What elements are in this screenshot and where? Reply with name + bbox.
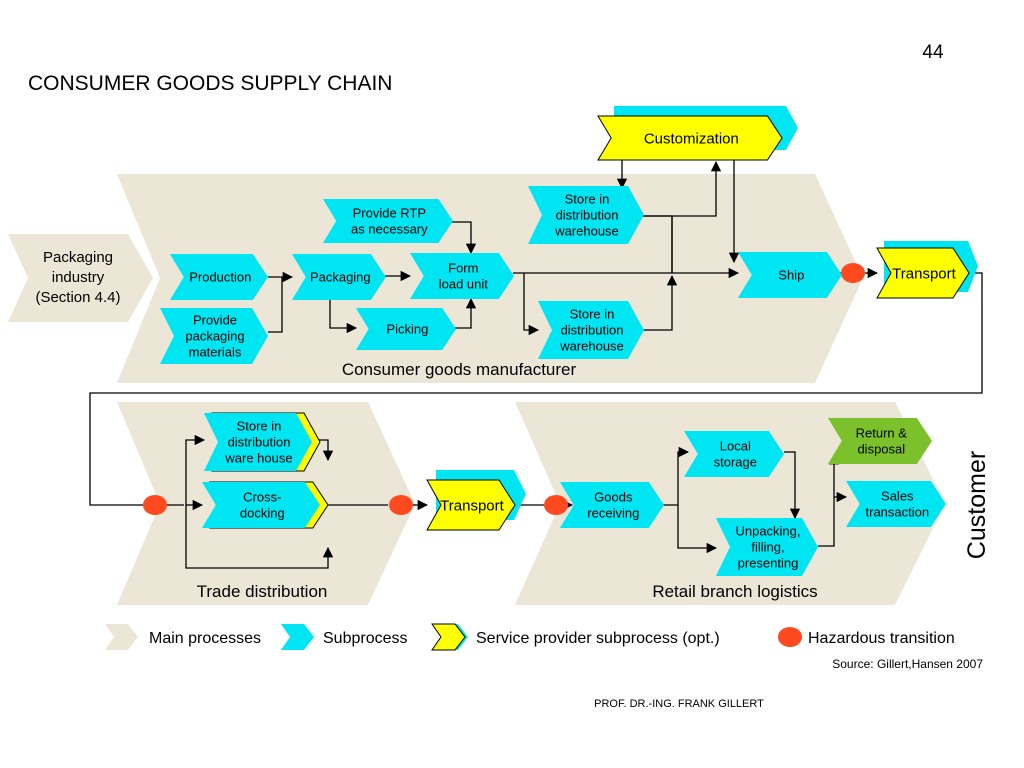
legend-main-label: Main processes: [149, 630, 261, 647]
chevron-shape: [323, 199, 453, 243]
chevron-shape: [202, 482, 320, 528]
legend-hazard-label: Hazardous transition: [808, 630, 955, 647]
node-label: Picking: [386, 322, 428, 337]
chevron-shape: [876, 247, 970, 299]
node-label: Production: [189, 270, 251, 285]
node-label: Transport: [892, 265, 956, 282]
legend-service-swatch: [431, 623, 466, 651]
node-cross-docking: Cross-docking: [202, 481, 329, 529]
area-label-trade-distribution: Trade distribution: [197, 582, 328, 601]
chevron-shape: [528, 186, 644, 244]
chevron-shape: [292, 254, 386, 300]
hazard-circle-ship: [841, 263, 865, 283]
hazard-circle-retail-in: [544, 495, 568, 515]
chevron-shape: [828, 418, 932, 464]
footer-author: PROF. DR.-ING. FRANK GILLERT: [594, 698, 764, 710]
legend-service-label: Service provider subprocess (opt.): [476, 630, 720, 647]
chevron-shape: [597, 115, 783, 161]
source-note: Source: Gillert,Hansen 2007: [832, 657, 983, 671]
node-label: Ship: [778, 268, 804, 283]
node-label: Customization: [644, 130, 739, 147]
chevron-shape: [716, 518, 818, 576]
node-label: Transport: [440, 497, 504, 514]
chevron-shape: [410, 253, 514, 299]
node-label: Packaging: [310, 270, 371, 285]
node-packaging: Packaging: [292, 254, 386, 300]
chevron-shape: [684, 431, 784, 477]
node-label: Cross-docking: [240, 490, 285, 521]
page-title: CONSUMER GOODS SUPPLY CHAIN: [28, 72, 392, 95]
chevron-shape: [356, 308, 456, 350]
chevron-shape: [538, 301, 644, 359]
node-picking: Picking: [356, 308, 456, 350]
legend: Main processes Subprocess Service provid…: [105, 623, 955, 651]
area-label-manufacturer: Consumer goods manufacturer: [342, 360, 577, 379]
chevron-shape: [738, 252, 842, 298]
hazard-circle-trade-in: [143, 495, 167, 515]
chevron-shape: [160, 308, 268, 364]
node-ship: Ship: [738, 252, 842, 298]
area-label-customer: Customer: [963, 451, 991, 559]
node-transport-top: Transport: [876, 247, 970, 299]
node-label: Return &disposal: [856, 426, 908, 457]
node-production: Production: [170, 254, 268, 300]
node-label: Unpacking,filling,presenting: [735, 524, 800, 571]
connectors: [89, 160, 983, 569]
chevron-shape: [426, 479, 516, 531]
page-number: 44: [922, 42, 944, 63]
area-label-retail-logistics: Retail branch logistics: [652, 582, 817, 601]
node-unpacking: Unpacking,filling,presenting: [716, 518, 818, 576]
node-transport-mid: Transport: [426, 479, 516, 531]
chevron-shape: [846, 481, 946, 527]
legend-sub-swatch: [281, 624, 314, 650]
chevron-shape: [204, 413, 312, 471]
hazard-circle-trade-out: [389, 495, 413, 515]
legend-hazard-swatch: [778, 627, 802, 647]
hazard-transitions: [143, 263, 865, 515]
node-customization: Customization: [597, 115, 783, 161]
legend-sub-label: Subprocess: [323, 630, 408, 647]
main-process-packaging-industry: [8, 234, 153, 322]
node-return-disposal: Return &disposal: [828, 418, 932, 464]
chevron-shape: [560, 482, 664, 528]
chevron-shape: [170, 254, 268, 300]
legend-main-swatch: [105, 624, 138, 650]
